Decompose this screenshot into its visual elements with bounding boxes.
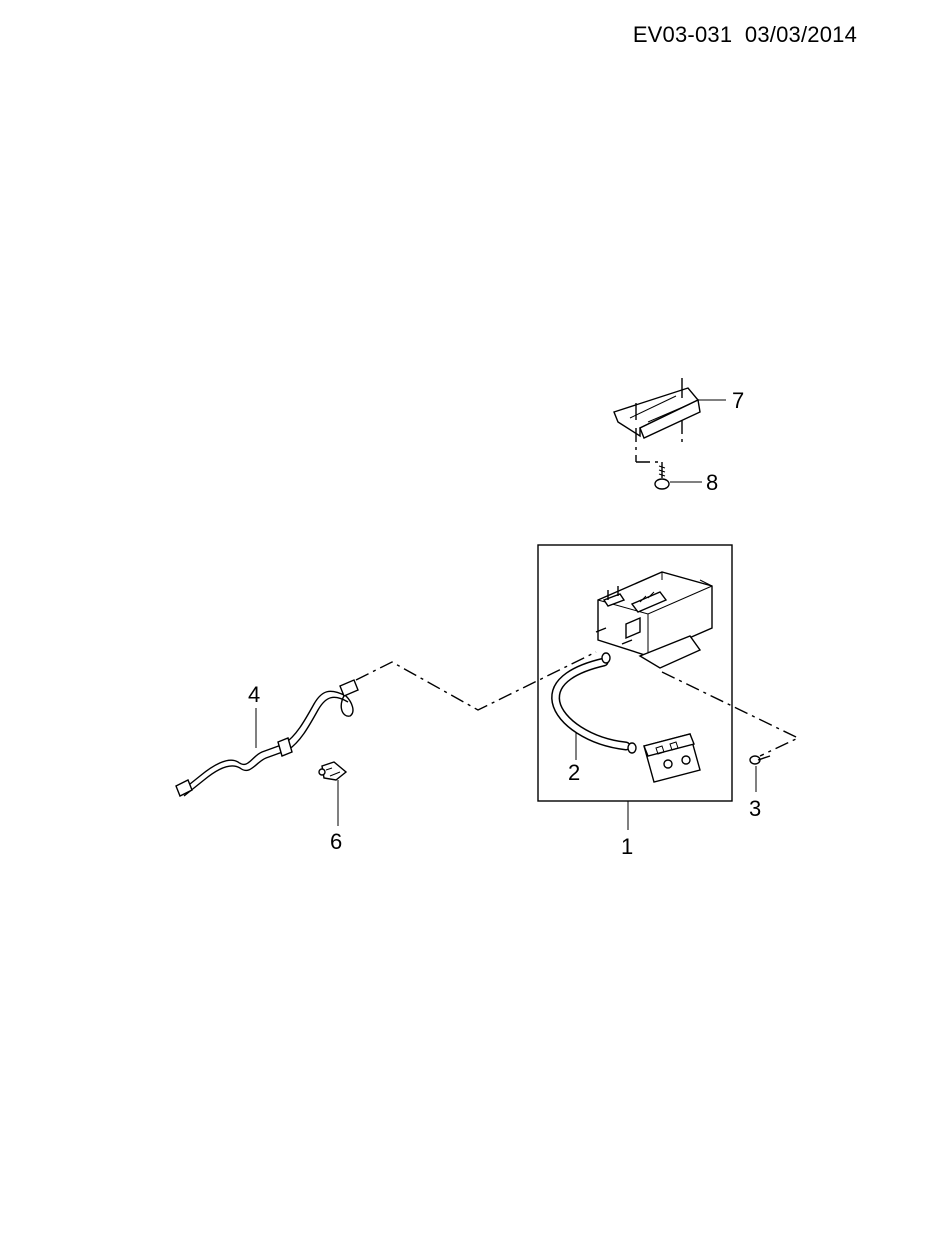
canister-part-1	[595, 571, 713, 669]
document-header: EV03-031 03/03/2014	[633, 22, 857, 48]
assembly-frame	[537, 544, 733, 802]
callout-8: 8	[706, 470, 718, 495]
doc-date: 03/03/2014	[744, 22, 857, 47]
screw-part-3	[749, 755, 771, 765]
clip-part-6	[318, 761, 348, 781]
callout-4: 4	[248, 682, 260, 707]
callout-2: 2	[568, 760, 580, 785]
doc-code: EV03-031	[632, 22, 733, 47]
callout-1: 1	[621, 834, 633, 859]
callout-7: 7	[732, 388, 744, 413]
reference-line-4	[355, 651, 597, 711]
callout-3: 3	[749, 796, 761, 821]
callout-6: 6	[330, 829, 342, 854]
bracket-part-7	[613, 378, 701, 463]
bolt-part-8	[654, 462, 670, 490]
hose-part-2	[551, 652, 701, 783]
pipe-part-4	[175, 679, 359, 797]
